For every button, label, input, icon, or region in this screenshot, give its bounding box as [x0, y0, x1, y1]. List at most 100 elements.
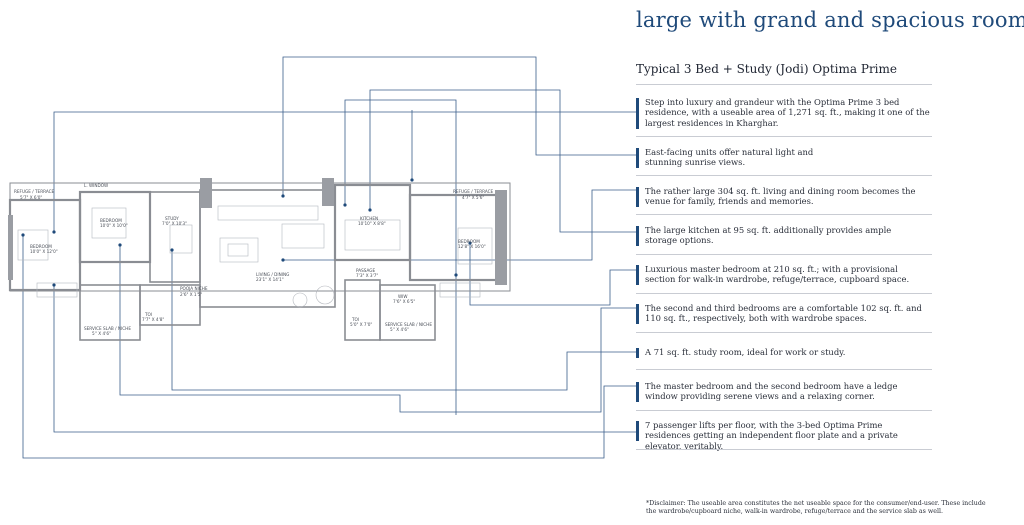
furniture: [17, 205, 493, 308]
divider: [636, 369, 932, 370]
feature-usable-area: Step into luxury and grandeur with the O…: [636, 97, 930, 129]
disclaimer: *Disclaimer: The useable area constitute…: [646, 500, 986, 516]
leader-other-bedrooms: [119, 245, 636, 413]
divider: [636, 136, 932, 137]
bedroom-right-wall: [408, 193, 507, 282]
leader-dot: [21, 233, 25, 237]
sofa: [219, 237, 259, 263]
label-wiw: WIW: [398, 294, 408, 299]
feature-text: 7 passenger lifts per floor, with the 3-…: [645, 420, 898, 451]
ledge-window: [439, 282, 481, 298]
wall-blocks: [8, 178, 507, 285]
column: [8, 215, 13, 280]
label-refuge-right: REFUGE / TERRACE: [453, 189, 494, 194]
leader-dots: [21, 178, 472, 287]
divider: [636, 254, 932, 255]
label-refuge-right-dim: 4'7" X 5'6": [462, 195, 484, 200]
accent-bar: [636, 148, 639, 168]
accent-bar: [636, 382, 639, 402]
leader-dot: [170, 248, 174, 252]
divider: [636, 84, 932, 85]
leader-dot: [52, 230, 56, 234]
bed-top: [91, 207, 127, 239]
door-swing: [315, 285, 335, 305]
feature-living-dining: The rather large 304 sq. ft. living and …: [636, 186, 930, 207]
label-kitchen-dim: 10'10" X 8'8": [358, 221, 386, 226]
label-study-dim: 7'0" X 10'3": [162, 221, 187, 226]
bed-right: [457, 227, 493, 265]
dining-table: [281, 223, 325, 249]
label-toi-small-dim: 7'7" X 4'8": [142, 317, 164, 322]
label-service-slab-left-dim: 5'' X 4'6": [92, 331, 111, 336]
column: [495, 190, 507, 285]
leader-wiw: [344, 99, 457, 415]
leader-lifts: [53, 285, 636, 433]
leader-dot: [281, 258, 285, 262]
label-bedroom-right: BEDROOM: [458, 239, 480, 244]
walls: [8, 182, 511, 341]
pooja-wall: [139, 284, 201, 326]
plan-title: Typical 3 Bed + Study (Jodi) Optima Prim…: [636, 62, 897, 76]
feature-master-bedroom: Luxurious master bedroom at 210 sq. ft.;…: [636, 264, 930, 285]
label-bedroom-top-dim: 10'0" X 10'0": [100, 223, 128, 228]
feature-text: Luxurious master bedroom at 210 sq. ft.;…: [645, 264, 910, 285]
feature-text: Step into luxury and grandeur with the O…: [645, 97, 930, 128]
feature-text: The rather large 304 sq. ft. living and …: [645, 186, 916, 207]
feature-kitchen: The large kitchen at 95 sq. ft. addition…: [636, 225, 930, 246]
accent-bar: [636, 304, 639, 324]
accent-bar: [636, 348, 639, 358]
label-pooja-dim: 2'6" X 1'5": [180, 292, 202, 297]
bed-left: [17, 229, 49, 261]
leader-lines: [22, 56, 636, 459]
label-toilet-dim: 5'0" X 7'0": [350, 322, 372, 327]
accent-bar: [636, 98, 639, 129]
label-passage-dim: 7'3" X 3'7": [356, 273, 378, 278]
feature-ledge-window: The master bedroom and the second bedroo…: [636, 381, 930, 402]
label-l-window: L. WINDOW: [84, 183, 108, 188]
room-labels: REFUGE / TERRACE 5'7" X 6'0" L. WINDOW B…: [14, 183, 494, 336]
feature-text: The master bedroom and the second bedroo…: [645, 381, 898, 402]
accent-bar: [636, 421, 639, 441]
ledge: [217, 205, 319, 221]
leader-east-facing: [282, 56, 636, 196]
wiw-wall: [379, 284, 436, 341]
study-desk: [169, 224, 193, 254]
leader-master-bedroom: [469, 243, 636, 306]
page-headline: large with grand and spacious rooms.: [636, 8, 1024, 32]
label-bedroom-left-dim: 10'0" X 12'0": [30, 249, 58, 254]
feature-lifts: 7 passenger lifts per floor, with the 3-…: [636, 420, 930, 451]
label-bedroom-right-dim: 12'8" X 16'0": [458, 244, 486, 249]
label-service-slab-left: SERVICE SLAB / NICHE: [84, 326, 131, 331]
label-kitchen: KITCHEN: [360, 216, 378, 221]
feature-other-bedrooms: The second and third bedrooms are a comf…: [636, 303, 930, 324]
label-passage: PASSAGE: [356, 268, 376, 273]
divider: [636, 175, 932, 176]
leader-dot: [468, 241, 472, 245]
leader-dot: [281, 194, 285, 198]
leader-study: [171, 250, 636, 391]
accent-bar: [636, 187, 639, 207]
feature-study: A 71 sq. ft. study room, ideal for work …: [636, 347, 930, 358]
kitchen-counter: [344, 219, 401, 251]
feature-text: A 71 sq. ft. study room, ideal for work …: [645, 347, 846, 357]
feature-text: The large kitchen at 95 sq. ft. addition…: [645, 225, 892, 246]
label-bedroom-left: BEDROOM: [30, 244, 52, 249]
label-wiw-dim: 7'6" X 6'5": [393, 299, 415, 304]
divider: [636, 410, 932, 411]
label-refuge-left: REFUGE / TERRACE: [14, 189, 55, 194]
leader-dot: [454, 273, 458, 277]
divider: [636, 293, 932, 294]
label-living-dim: 23'1" X 14'1": [256, 277, 284, 282]
label-pooja: POOJA NICHE: [180, 286, 208, 291]
leader-dot: [118, 243, 122, 247]
leader-dot: [368, 208, 372, 212]
column: [322, 178, 334, 206]
ledge-window: [36, 282, 78, 298]
leader-ledge-window: [22, 235, 636, 459]
label-bedroom-top: BEDROOM: [100, 218, 122, 223]
label-toilet: TOI: [351, 317, 359, 322]
coffee-table: [227, 243, 249, 257]
label-study: STUDY: [165, 216, 179, 221]
label-service-slab-right-dim: 5'' X 4'6": [390, 327, 409, 332]
